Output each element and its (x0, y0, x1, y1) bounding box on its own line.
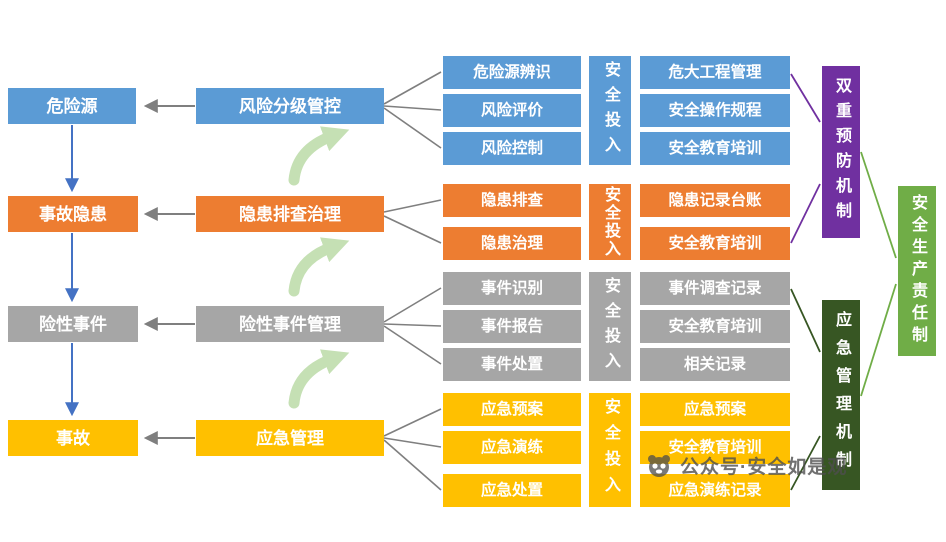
measure-box: 安全教育培训 (640, 431, 790, 464)
mechanism-box-emergency-management: 应急管理机制 (822, 300, 860, 490)
investment-box: 安全投入 (589, 272, 631, 381)
step-box: 事件处置 (443, 348, 581, 381)
process-box-emergency-management: 应急管理 (196, 420, 384, 456)
bracket-lines (790, 73, 897, 491)
watermark: 公众号·安全如是观 (646, 452, 847, 479)
step-box: 应急演练 (443, 431, 581, 464)
step-box: 危险源辨识 (443, 56, 581, 89)
measure-box: 安全教育培训 (640, 132, 790, 165)
responsibility-box: 安全生产责任制 (898, 186, 936, 356)
watermark-text: 公众号·安全如是观 (680, 457, 848, 478)
step-box: 风险控制 (443, 132, 581, 165)
row-arrows (143, 99, 195, 445)
fan-lines (383, 71, 442, 491)
investment-box: 安全投入 (589, 56, 631, 165)
step-box: 应急预案 (443, 393, 581, 426)
step-box: 隐患排查 (443, 184, 581, 217)
process-box-risk-grading-control: 风险分级管控 (196, 88, 384, 124)
step-box: 事件识别 (443, 272, 581, 305)
investment-box: 安全投入 (589, 393, 631, 507)
investment-box: 安全投入 (589, 184, 631, 260)
measure-box: 应急预案 (640, 393, 790, 426)
escalation-arrows (288, 126, 350, 409)
measure-box: 安全教育培训 (640, 310, 790, 343)
measure-box: 安全操作规程 (640, 94, 790, 127)
chain-box-hazard-source: 危险源 (8, 88, 136, 124)
panda-logo-icon (648, 454, 670, 477)
measure-box: 相关记录 (640, 348, 790, 381)
measure-box: 事件调查记录 (640, 272, 790, 305)
measure-box: 隐患记录台账 (640, 184, 790, 217)
step-box: 风险评价 (443, 94, 581, 127)
process-box-event-management: 险性事件管理 (196, 306, 384, 342)
chain-box-dangerous-event: 险性事件 (8, 306, 138, 342)
chain-box-accident-hazard: 事故隐患 (8, 196, 138, 232)
step-box: 应急处置 (443, 474, 581, 507)
process-box-hazard-investigation: 隐患排查治理 (196, 196, 384, 232)
measure-box: 危大工程管理 (640, 56, 790, 89)
step-box: 事件报告 (443, 310, 581, 343)
mechanism-box-dual-prevention: 双重预防机制 (822, 66, 860, 238)
chain-box-accident: 事故 (8, 420, 138, 456)
step-box: 隐患治理 (443, 227, 581, 260)
measure-box: 安全教育培训 (640, 227, 790, 260)
measure-box: 应急演练记录 (640, 474, 790, 507)
